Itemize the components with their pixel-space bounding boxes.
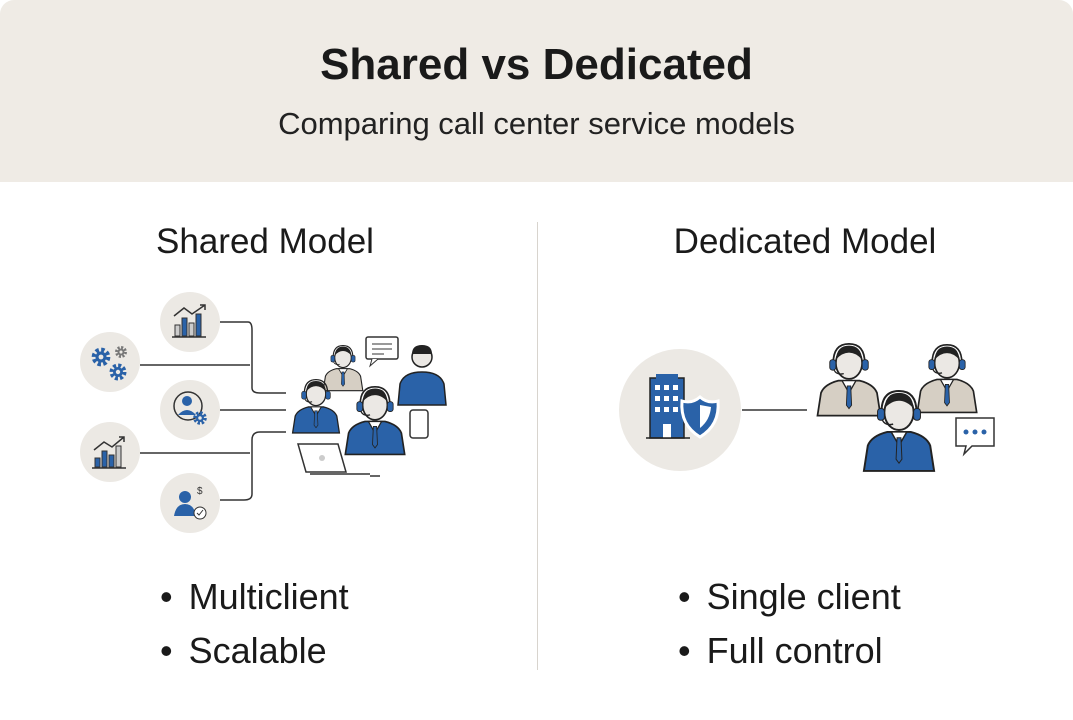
gears-icon (80, 332, 140, 392)
bullet-item: Scalable (160, 624, 349, 678)
svg-text:$: $ (197, 486, 203, 497)
building-shield-icon (619, 349, 741, 471)
bullet-item: Multiclient (160, 570, 349, 624)
laptop-icon (297, 443, 380, 477)
header-banner: Shared vs Dedicated Comparing call cente… (0, 0, 1073, 182)
bullet-item: Single client (678, 570, 901, 624)
shared-agents-group (291, 336, 447, 477)
chat-bubble-icon (365, 336, 399, 368)
page-subtitle: Comparing call center service models (278, 106, 795, 141)
bullet-item: Full control (678, 624, 901, 678)
page-title: Shared vs Dedicated (320, 40, 753, 89)
bar-chart-icon (80, 422, 140, 482)
user-billing-icon: $ (160, 473, 220, 533)
typing-bubble-icon (955, 417, 995, 457)
connector-lines (140, 321, 286, 501)
dedicated-bullets: Single client Full control (678, 570, 901, 678)
phone-icon (409, 409, 429, 439)
shared-model-title: Shared Model (156, 222, 374, 261)
user-settings-icon (160, 380, 220, 440)
growth-chart-icon (160, 292, 220, 352)
dedicated-model-title: Dedicated Model (673, 222, 937, 261)
shared-bullets: Multiclient Scalable (160, 570, 349, 678)
column-divider (537, 222, 538, 670)
agents-team-icon (816, 342, 995, 473)
